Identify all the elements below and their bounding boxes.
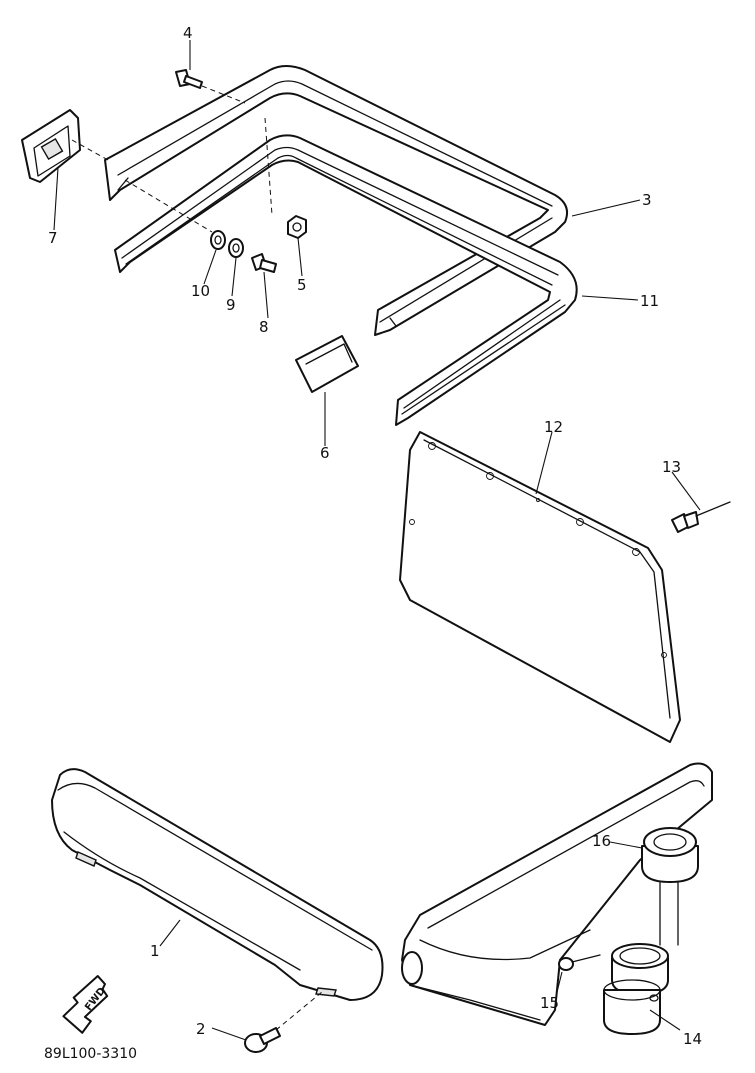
part-10-washer xyxy=(210,230,226,250)
part-16-bushing xyxy=(641,827,699,946)
part-13-rivet xyxy=(671,501,731,533)
part-6-end-cap xyxy=(295,335,359,393)
part-11-channel xyxy=(114,134,578,426)
callout-7: 7 xyxy=(48,229,58,247)
part-5-nut xyxy=(264,117,307,239)
callout-6: 6 xyxy=(320,444,330,462)
part-9-washer xyxy=(228,238,244,258)
callout-1: 1 xyxy=(150,942,160,960)
part-4-screw xyxy=(175,69,246,104)
callouts: 4 3 11 5 6 7 8 9 10 12 13 16 1 2 15 14 xyxy=(48,24,702,1048)
callout-16: 16 xyxy=(592,832,611,850)
part-3-frame xyxy=(104,65,568,336)
callout-2: 2 xyxy=(196,1020,206,1038)
callout-14: 14 xyxy=(683,1030,702,1048)
part-12-flap xyxy=(399,431,681,743)
forward-arrow-icon: FWD xyxy=(62,975,109,1034)
callout-4: 4 xyxy=(183,24,193,42)
callout-11: 11 xyxy=(640,292,659,310)
part-7-bracket xyxy=(21,109,109,183)
leader-lines xyxy=(53,40,701,1041)
callout-15: 15 xyxy=(540,994,559,1012)
callout-8: 8 xyxy=(259,318,269,336)
chassis-frame xyxy=(401,762,713,1026)
part-15-clip xyxy=(558,954,601,971)
part-14-fitting xyxy=(603,943,669,1035)
callout-5: 5 xyxy=(297,276,307,294)
part-2-bolt xyxy=(244,1027,281,1053)
callout-12: 12 xyxy=(544,418,563,436)
part-8-bolt xyxy=(251,253,277,273)
callout-3: 3 xyxy=(642,191,652,209)
callout-13: 13 xyxy=(662,458,681,476)
part-1-bumper xyxy=(51,768,384,1031)
callout-9: 9 xyxy=(226,296,236,314)
drawing-code: 89L100-3310 xyxy=(44,1046,137,1062)
callout-10: 10 xyxy=(191,282,210,300)
